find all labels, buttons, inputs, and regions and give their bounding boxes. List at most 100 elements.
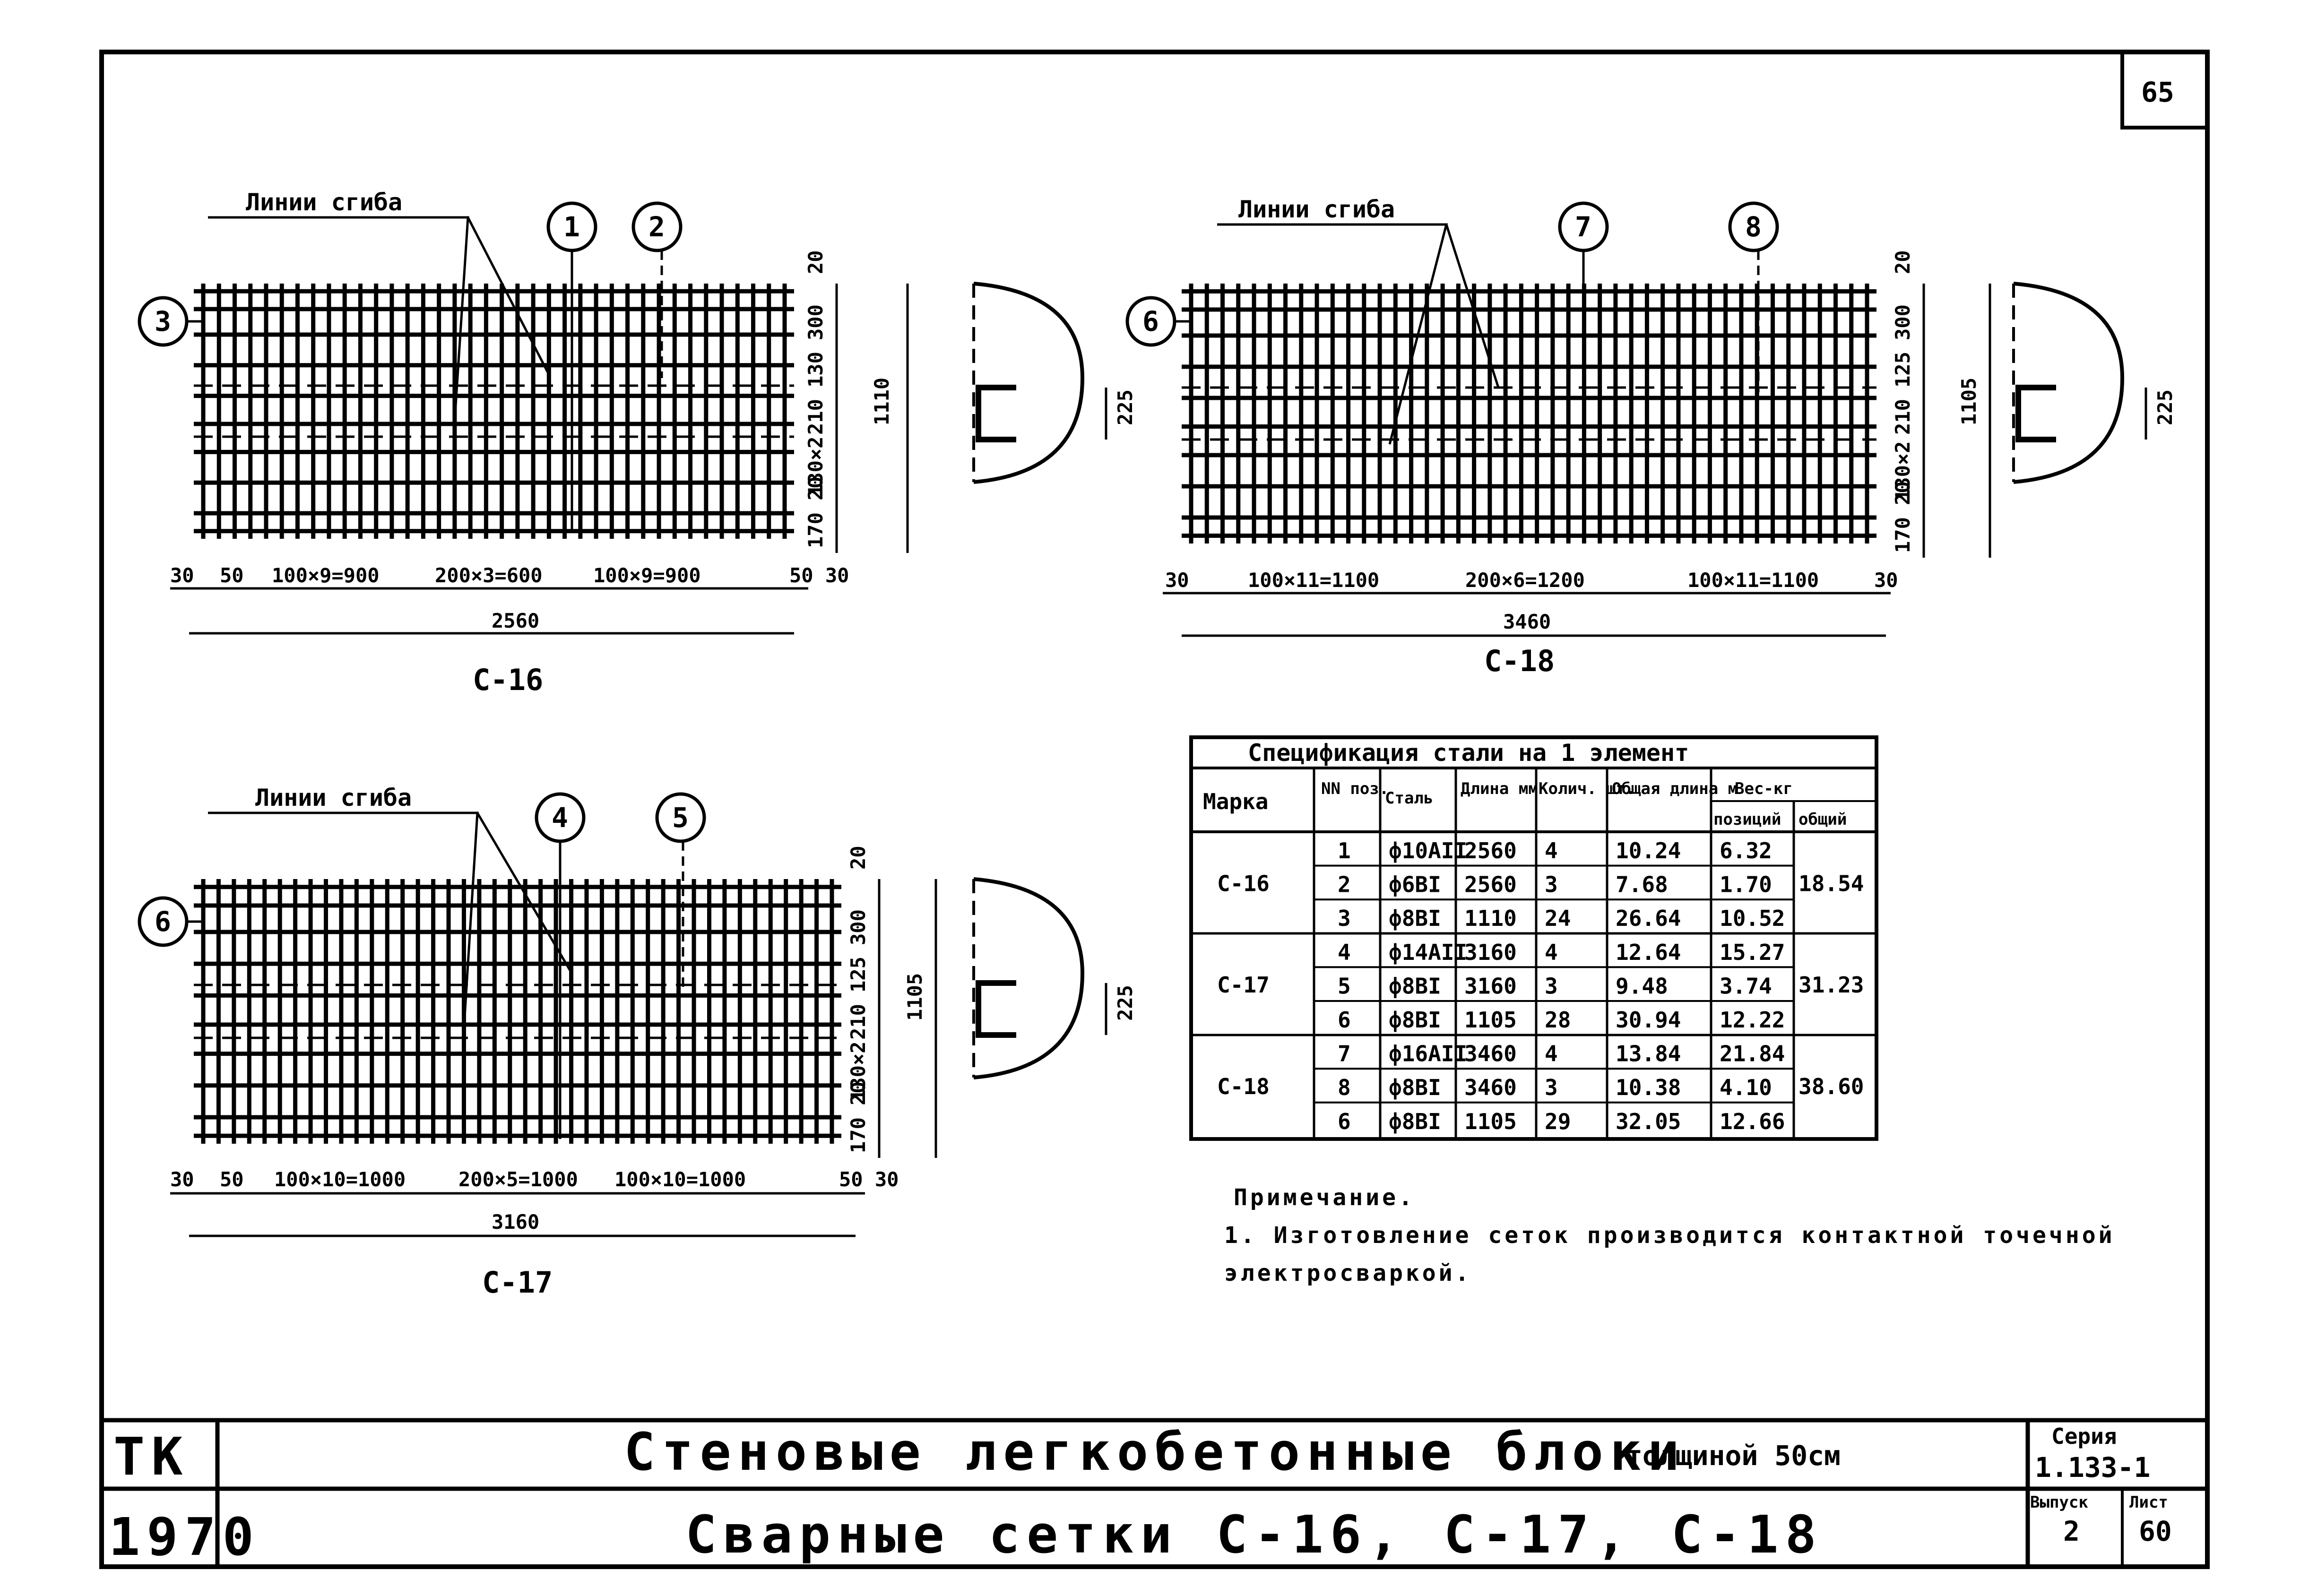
svg-text:30: 30 [170,1168,194,1191]
svg-text:NN поз.: NN поз. [1321,779,1389,798]
bend-leader [467,216,550,374]
svg-text:100×9=900: 100×9=900 [272,564,380,587]
svg-text:6: 6 [1142,305,1159,337]
spec-cell: ф6BI [1389,872,1441,897]
spec-cell: 3160 [1464,973,1517,999]
mesh-c17-bars [194,879,841,1144]
spec-cell: 5 [1338,973,1351,999]
spec-cell: 26.64 [1616,906,1681,931]
svg-text:100×11=1100: 100×11=1100 [1248,569,1379,592]
position-marker-2: 2 [631,201,683,252]
position-marker-6: 6 [1125,296,1176,347]
svg-text:3160: 3160 [492,1210,539,1234]
bend-leader [208,216,469,435]
mesh-c17-section [973,877,1085,1079]
svg-text:50 30: 50 30 [789,564,849,587]
spec-cell: ф8BI [1389,973,1441,999]
svg-text:30: 30 [1165,569,1189,592]
svg-text:125: 125 [847,957,870,992]
svg-text:50: 50 [220,1168,244,1191]
mesh-c17-title: С-17 [482,1265,553,1300]
svg-text:125: 125 [1891,352,1914,388]
mesh-c16: Линии сгиба 1 2 3 30 50 100×9=900 200×3=… [138,189,1137,697]
spec-cell: 1 [1338,838,1351,863]
issue-value: 2 [2063,1515,2080,1547]
main-title: Стеновые легкобетонные блоки [624,1422,1686,1482]
svg-text:Общая длина м: Общая длина м [1612,779,1738,798]
svg-text:1110: 1110 [870,378,893,425]
bend-leader [476,812,573,975]
svg-text:7: 7 [1575,211,1591,243]
mesh-c16-title: С-16 [473,663,543,697]
year: 1970 [109,1507,260,1567]
sheet-border [99,50,2210,1569]
spec-cell: 9.48 [1616,973,1668,999]
spec-cell: ф8BI [1389,1109,1441,1134]
spec-cell: 3.74 [1720,973,1772,999]
svg-text:30: 30 [1874,569,1898,592]
mesh-c16-bars [194,284,794,539]
sub-title: Сварные сетки С-16, С-17, С-18 [685,1504,1823,1565]
spec-cell: 4 [1545,838,1558,863]
spec-cell: 21.84 [1720,1041,1785,1067]
svg-text:5: 5 [672,802,689,834]
svg-text:130×2: 130×2 [804,437,827,496]
svg-text:Марка: Марка [1203,789,1268,814]
svg-text:100×10=1000: 100×10=1000 [614,1168,746,1191]
mesh-c16-section [973,282,1085,484]
svg-text:300: 300 [804,304,827,340]
spec-mark: С-17 [1217,972,1270,998]
svg-text:225: 225 [1114,985,1137,1021]
svg-text:100×10=1000: 100×10=1000 [274,1168,406,1191]
spec-cell: 2 [1338,872,1351,897]
svg-text:300: 300 [1891,304,1914,340]
svg-text:20: 20 [847,845,870,870]
svg-text:30: 30 [170,564,194,587]
svg-text:130×2: 130×2 [1891,441,1914,501]
spec-cell: 15.27 [1720,940,1785,965]
spec-cell: 24 [1545,906,1571,931]
spec-cell: 6.32 [1720,838,1772,863]
spec-cell: ф8BI [1389,1075,1441,1100]
org-code: ТК [113,1426,189,1487]
svg-text:общий: общий [1798,810,1847,829]
spec-cell: ф8BI [1389,906,1441,931]
svg-text:225: 225 [1114,389,1137,425]
bend-leader [1445,224,1500,388]
mesh-c17: Линии сгиба 4 5 6 30 50 100×10=1000 200×… [138,784,1137,1300]
spec-cell: 6 [1338,1007,1351,1033]
bend-lines-label: Линии сгиба [246,189,402,216]
spec-cell: 12.64 [1616,940,1681,965]
svg-text:130×2: 130×2 [847,1042,870,1101]
mesh-c18-section [2013,282,2125,484]
spec-cell: ф8BI [1389,1007,1441,1033]
spec-cell: 13.84 [1616,1041,1681,1067]
spec-total-weight: 31.23 [1798,972,1864,998]
spec-total-weight: 38.60 [1798,1074,1864,1099]
svg-text:3460: 3460 [1503,610,1551,633]
spec-total-weight: 18.54 [1798,871,1864,896]
svg-text:позиций: позиций [1713,810,1781,829]
spec-cell: 3 [1545,1075,1558,1100]
svg-text:200×5=1000: 200×5=1000 [458,1168,578,1191]
svg-text:1105: 1105 [1957,378,1980,425]
svg-text:20: 20 [1891,250,1914,274]
spec-cell: 10.38 [1616,1075,1681,1100]
spec-cell: 3160 [1464,940,1517,965]
main-title-suffix: толщиной 50см [1626,1440,1841,1472]
spec-table-title: Спецификация стали на 1 элемент [1248,739,1689,767]
spec-cell: 8 [1338,1075,1351,1100]
position-marker-3: 3 [138,296,189,347]
sheet-value: 60 [2139,1515,2172,1547]
svg-text:Длина мм: Длина мм [1461,779,1538,798]
sheet-number: 65 [2141,76,2174,108]
svg-text:2560: 2560 [492,609,539,632]
spec-mark: С-18 [1217,1074,1270,1099]
spec-cell: 1110 [1464,906,1517,931]
sheet-label: Лист [2129,1493,2168,1512]
spec-cell: 1.70 [1720,872,1772,897]
series-label: Серия [2051,1423,2117,1449]
series-value: 1.133-1 [2035,1451,2150,1484]
